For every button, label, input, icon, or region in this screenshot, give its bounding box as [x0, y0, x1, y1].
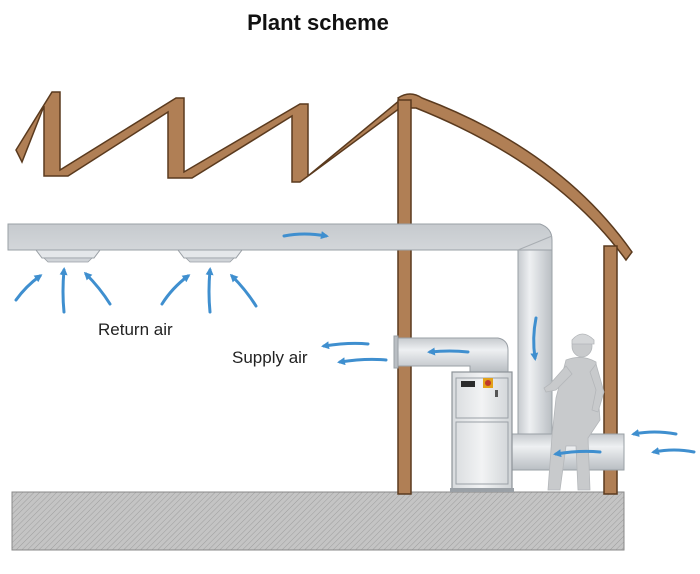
- supply-duct: [395, 337, 509, 373]
- ground-slab: [11, 491, 625, 551]
- airflow-arrow-icon: [14, 231, 696, 458]
- sawtooth-roof: [15, 91, 401, 183]
- return-air-label: Return air: [98, 320, 173, 339]
- supply-air-label: Supply air: [232, 348, 308, 367]
- left-column: [397, 99, 412, 495]
- diagram-title: Plant scheme: [247, 10, 389, 35]
- ceiling-diffuser-icon: [177, 249, 243, 263]
- ceiling-diffuser-icon: [35, 249, 101, 263]
- air-handling-unit-icon: [450, 371, 514, 492]
- right-column: [603, 245, 618, 495]
- curved-roof: [396, 93, 633, 262]
